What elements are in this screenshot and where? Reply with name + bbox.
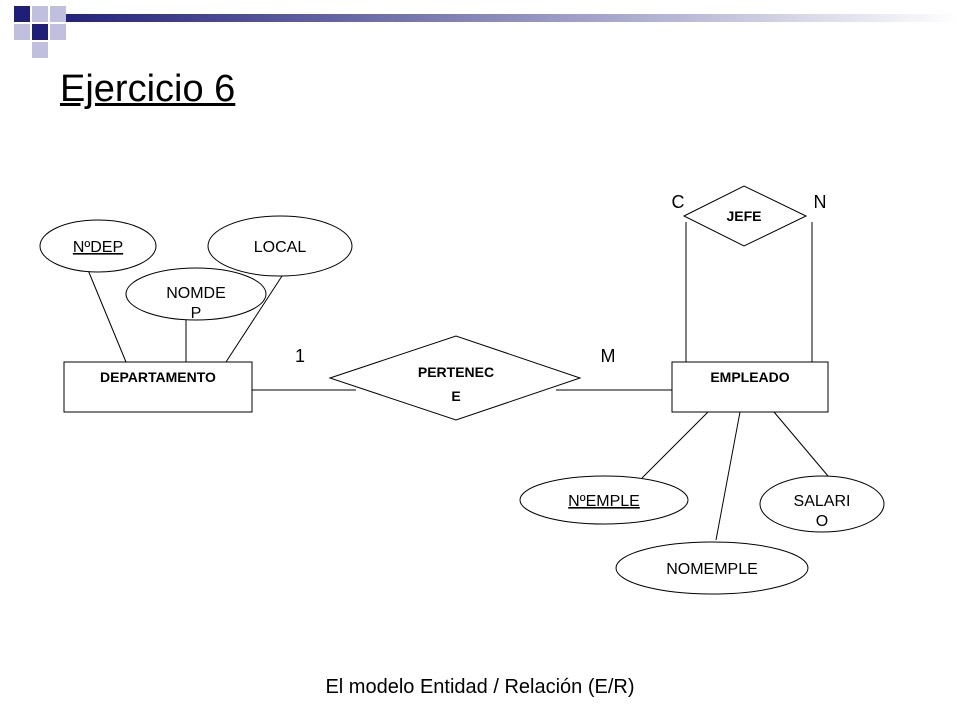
attribute-key-label: NºDEP — [73, 239, 123, 256]
entity-box — [671, 361, 829, 413]
cardinality-label: C — [672, 192, 685, 212]
line-empleado-salario — [773, 411, 829, 477]
attribute-ellipse — [519, 475, 689, 525]
relationship-label-line1: PERTENEC — [418, 364, 494, 380]
entity-label: DEPARTAMENTO — [100, 369, 216, 385]
attribute-ellipse — [207, 215, 353, 277]
attribute-label-line2: P — [191, 305, 202, 322]
attribute-nemple: NºEMPLE — [519, 475, 689, 525]
attribute-label-line1: SALARI — [794, 493, 851, 510]
relationship-diamond — [328, 335, 582, 421]
relationship-label: JEFE — [726, 208, 761, 224]
deco-square-light — [14, 24, 30, 40]
attribute-key-label: NºEMPLE — [568, 493, 640, 510]
deco-square-dark — [14, 6, 30, 22]
entity-empleado: EMPLEADO — [671, 361, 829, 413]
deco-square-light — [50, 6, 66, 22]
attribute-label: NOMEMPLE — [666, 561, 758, 578]
cardinality-label: M — [601, 346, 616, 366]
entity-departamento: DEPARTAMENTO — [63, 361, 253, 413]
attribute-label-line1: NOMDE — [166, 285, 226, 302]
header-decoration — [14, 6, 960, 58]
relationship-jefe: JEFE — [682, 185, 808, 247]
deco-square-dark — [32, 24, 48, 40]
deco-gradient-bar — [66, 14, 960, 22]
line-empleado-nomemple — [715, 411, 741, 541]
line-empleado-nemple — [641, 411, 709, 479]
attribute-ellipse — [615, 541, 809, 595]
relationship-pertenece: PERTENEC E — [328, 335, 582, 421]
line-local-departamento — [225, 275, 283, 363]
attribute-ndep: NºDEP — [39, 219, 157, 273]
connector-lines — [87, 222, 829, 541]
entity-label: EMPLEADO — [710, 369, 789, 385]
deco-square-light — [32, 6, 48, 22]
slide-title: Ejercicio 6 — [60, 68, 236, 110]
attribute-nomemple: NOMEMPLE — [615, 541, 809, 595]
relationship-label-line2: E — [451, 388, 460, 404]
deco-square-light — [50, 24, 66, 40]
attribute-nomdep: NOMDE P — [125, 267, 267, 322]
relationship-diamond — [682, 185, 808, 247]
attribute-local: LOCAL — [207, 215, 353, 277]
attribute-ellipse — [759, 475, 885, 533]
deco-square-light — [32, 42, 48, 58]
cardinality-label: N — [814, 192, 827, 212]
cardinality-label: 1 — [295, 346, 305, 366]
attribute-ellipse — [39, 219, 157, 273]
attribute-ellipse — [125, 267, 267, 321]
attribute-label-line2: O — [816, 513, 828, 530]
slide-footer: El modelo Entidad / Relación (E/R) — [325, 676, 635, 698]
line-ndep-departamento — [87, 269, 127, 363]
entity-box — [63, 361, 253, 413]
attribute-label: LOCAL — [254, 239, 307, 256]
attribute-salario: SALARI O — [759, 475, 885, 533]
